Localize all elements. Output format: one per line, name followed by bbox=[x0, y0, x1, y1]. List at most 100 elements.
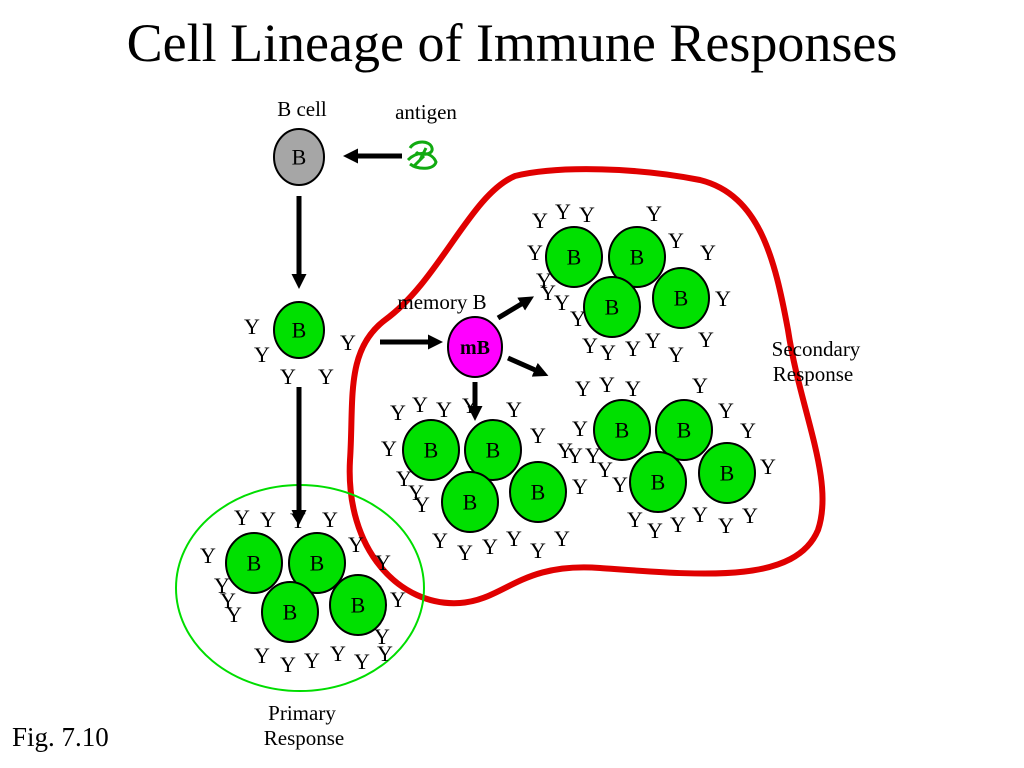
antibody-36: Y bbox=[600, 340, 616, 365]
lower-left-secondary-clone-cell-4: B bbox=[509, 461, 567, 523]
antibody-39: Y bbox=[668, 342, 684, 367]
naive-b-cell-body bbox=[273, 128, 325, 186]
antibody-30: Y bbox=[527, 240, 543, 265]
antibody-49: Y bbox=[381, 436, 397, 461]
antibody-22: Y bbox=[354, 649, 370, 674]
secondary-response-outline bbox=[346, 166, 826, 607]
antibody-73: Y bbox=[670, 512, 686, 537]
antibody-65: Y bbox=[718, 398, 734, 423]
antibody-32: Y bbox=[540, 280, 556, 305]
lower-right-secondary-clone-cell-3: B bbox=[629, 451, 687, 513]
lower-left-secondary-clone-cell-1-body bbox=[402, 419, 460, 481]
naive-b-cell: B bbox=[273, 128, 325, 186]
primary-clone-cell-2-letter: B bbox=[310, 551, 325, 576]
antibody-55: Y bbox=[482, 534, 498, 559]
antibody-68: Y bbox=[585, 443, 601, 468]
primary-clone-cell-4-letter: B bbox=[351, 593, 366, 618]
lower-right-secondary-clone-cell-2: B bbox=[655, 399, 713, 461]
activated-b-cell-body bbox=[273, 301, 325, 359]
upper-secondary-clone-cell-3-letter: B bbox=[605, 295, 620, 320]
antibody-72: Y bbox=[647, 518, 663, 543]
antibody-26: Y bbox=[579, 202, 595, 227]
primary-response-label-line2: Response bbox=[264, 726, 345, 750]
antibody-17: Y bbox=[374, 624, 390, 649]
antibody-61: Y bbox=[575, 376, 591, 401]
upper-secondary-clone-cell-4-letter: B bbox=[674, 286, 689, 311]
activated-b-cell-letter: B bbox=[292, 318, 307, 343]
figure-label: Fig. 7.10 bbox=[12, 722, 109, 752]
upper-secondary-clone-cell-3-body bbox=[583, 276, 641, 338]
antibody-4: Y bbox=[318, 364, 334, 389]
antibody-48: Y bbox=[557, 438, 573, 463]
antibody-34: Y bbox=[570, 306, 586, 331]
antibody-67: Y bbox=[572, 416, 588, 441]
antibody-77: Y bbox=[760, 454, 776, 479]
antibody-58: Y bbox=[554, 526, 570, 551]
lower-left-secondary-clone-cell-1-letter: B bbox=[424, 438, 439, 463]
antibody-2: Y bbox=[254, 342, 270, 367]
primary-response-label-line1: Primary bbox=[268, 701, 336, 725]
lower-right-secondary-clone-cell-4: B bbox=[698, 442, 756, 504]
lower-left-secondary-clone-cell-1: B bbox=[402, 419, 460, 481]
antibody-16: Y bbox=[390, 587, 406, 612]
lineage-arrows bbox=[291, 148, 549, 525]
antibody-11: Y bbox=[375, 550, 391, 575]
antibody-8: Y bbox=[290, 508, 306, 533]
antibody-14: Y bbox=[220, 588, 236, 613]
antibody-76: Y bbox=[742, 503, 758, 528]
primary-clone-cell-4: B bbox=[329, 574, 387, 636]
antibody-37: Y bbox=[625, 336, 641, 361]
lower-left-secondary-clone-cell-2: B bbox=[464, 419, 522, 481]
memory-b-cell: mB bbox=[447, 316, 503, 378]
antibody-44: Y bbox=[436, 397, 452, 422]
antigen-icon bbox=[406, 140, 438, 170]
antibody-31: Y bbox=[536, 268, 552, 293]
antigen-label: antigen bbox=[395, 100, 457, 124]
primary-clone-cell-1-body bbox=[225, 532, 283, 594]
antibody-57: Y bbox=[530, 538, 546, 563]
antibody-50: Y bbox=[396, 466, 412, 491]
lower-left-secondary-clone-cell-3-body bbox=[441, 471, 499, 533]
memory-b-cell-letter: mB bbox=[460, 337, 490, 359]
antibody-38: Y bbox=[645, 328, 661, 353]
antibody-23: Y bbox=[377, 641, 393, 666]
antibody-24: Y bbox=[532, 208, 548, 233]
antibody-28: Y bbox=[668, 228, 684, 253]
primary-clone-cell-4-body bbox=[329, 574, 387, 636]
antibody-53: Y bbox=[432, 528, 448, 553]
antibody-42: Y bbox=[390, 400, 406, 425]
antibody-71: Y bbox=[627, 507, 643, 532]
antibody-74: Y bbox=[692, 502, 708, 527]
antibody-3: Y bbox=[280, 364, 296, 389]
upper-secondary-clone-cell-4: B bbox=[652, 267, 710, 329]
primary-clone-cell-2-body bbox=[288, 532, 346, 594]
secondary-response-label-line2: Response bbox=[773, 362, 854, 386]
antibody-56: Y bbox=[506, 526, 522, 551]
memory-to-right-clone-arrow bbox=[506, 355, 549, 377]
lower-left-secondary-clone-cell-4-letter: B bbox=[531, 480, 546, 505]
lower-left-secondary-clone-cell-3: B bbox=[441, 471, 499, 533]
antibody-69: Y bbox=[597, 457, 613, 482]
antibody-25: Y bbox=[555, 199, 571, 224]
antibody-20: Y bbox=[304, 648, 320, 673]
antibody-63: Y bbox=[625, 376, 641, 401]
b-cell-label: B cell bbox=[277, 97, 327, 121]
primary-clone-cell-3-body bbox=[261, 581, 319, 643]
antibody-51: Y bbox=[408, 480, 424, 505]
antibody-27: Y bbox=[646, 201, 662, 226]
primary-clone-cell-3: B bbox=[261, 581, 319, 643]
antibody-5: Y bbox=[340, 330, 356, 355]
antibody-41: Y bbox=[715, 286, 731, 311]
antibody-59: Y bbox=[572, 474, 588, 499]
upper-secondary-clone-cell-2-letter: B bbox=[630, 245, 645, 270]
lower-left-secondary-clone-cell-2-body bbox=[464, 419, 522, 481]
lower-right-secondary-clone-cell-3-letter: B bbox=[651, 470, 666, 495]
lower-left-secondary-clone-cell-2-letter: B bbox=[486, 438, 501, 463]
antibody-60: Y bbox=[567, 443, 583, 468]
antibody-47: Y bbox=[530, 423, 546, 448]
lower-right-secondary-clone-cell-2-letter: B bbox=[677, 418, 692, 443]
naive-b-cell-letter: B bbox=[292, 145, 307, 170]
lower-left-secondary-clone-cell-4-body bbox=[509, 461, 567, 523]
lower-left-secondary-clone-cell-3-letter: B bbox=[463, 490, 478, 515]
